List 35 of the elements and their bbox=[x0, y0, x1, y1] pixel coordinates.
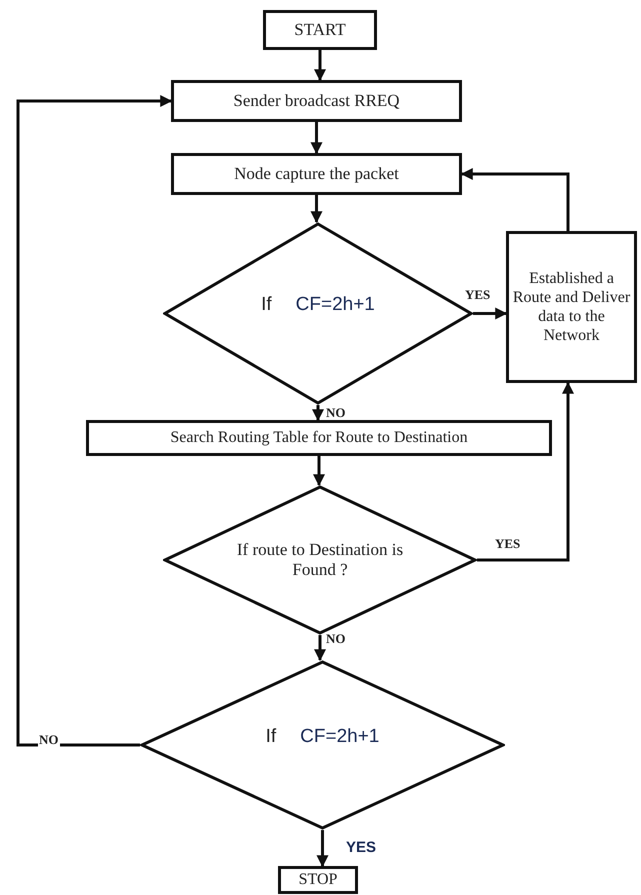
process-box bbox=[171, 80, 462, 122]
process-box bbox=[171, 153, 462, 195]
arrow bbox=[477, 382, 574, 562]
decision-diamond bbox=[140, 660, 505, 830]
arrow bbox=[473, 308, 508, 320]
arrow bbox=[310, 195, 322, 224]
node-text: STOP bbox=[298, 870, 338, 890]
start-box bbox=[263, 10, 377, 50]
arrow bbox=[460, 168, 570, 231]
node-text: If bbox=[261, 294, 272, 317]
edge-label: YES bbox=[494, 537, 522, 552]
node-text: If route to Destination is Found ? bbox=[236, 540, 404, 580]
decision-diamond bbox=[163, 485, 477, 635]
process-box bbox=[86, 420, 552, 456]
node-text: START bbox=[294, 20, 346, 40]
arrow bbox=[16, 95, 172, 746]
node-text: If bbox=[266, 726, 276, 748]
node-text: Search Routing Table for Route to Destination bbox=[170, 428, 468, 448]
edge-label: NO bbox=[325, 632, 346, 646]
arrow bbox=[316, 830, 328, 868]
node-text: Node capture the packet bbox=[234, 164, 399, 184]
edge-label: NO bbox=[325, 406, 346, 420]
arrow bbox=[310, 122, 322, 154]
node-text: Established a Route and Deliver data to the Network bbox=[512, 268, 632, 346]
edge-label: NO bbox=[38, 733, 60, 748]
arrow bbox=[314, 635, 326, 662]
node-text: CF=2h+1 bbox=[300, 726, 380, 748]
node-text: Sender broadcast RREQ bbox=[233, 90, 400, 112]
stop-box bbox=[278, 866, 358, 894]
edge-label: YES bbox=[464, 288, 492, 302]
node-text: CF=2h+1 bbox=[296, 294, 375, 317]
arrow bbox=[314, 50, 326, 82]
arrow bbox=[312, 405, 324, 422]
arrow bbox=[313, 456, 325, 486]
process-box bbox=[506, 231, 637, 383]
